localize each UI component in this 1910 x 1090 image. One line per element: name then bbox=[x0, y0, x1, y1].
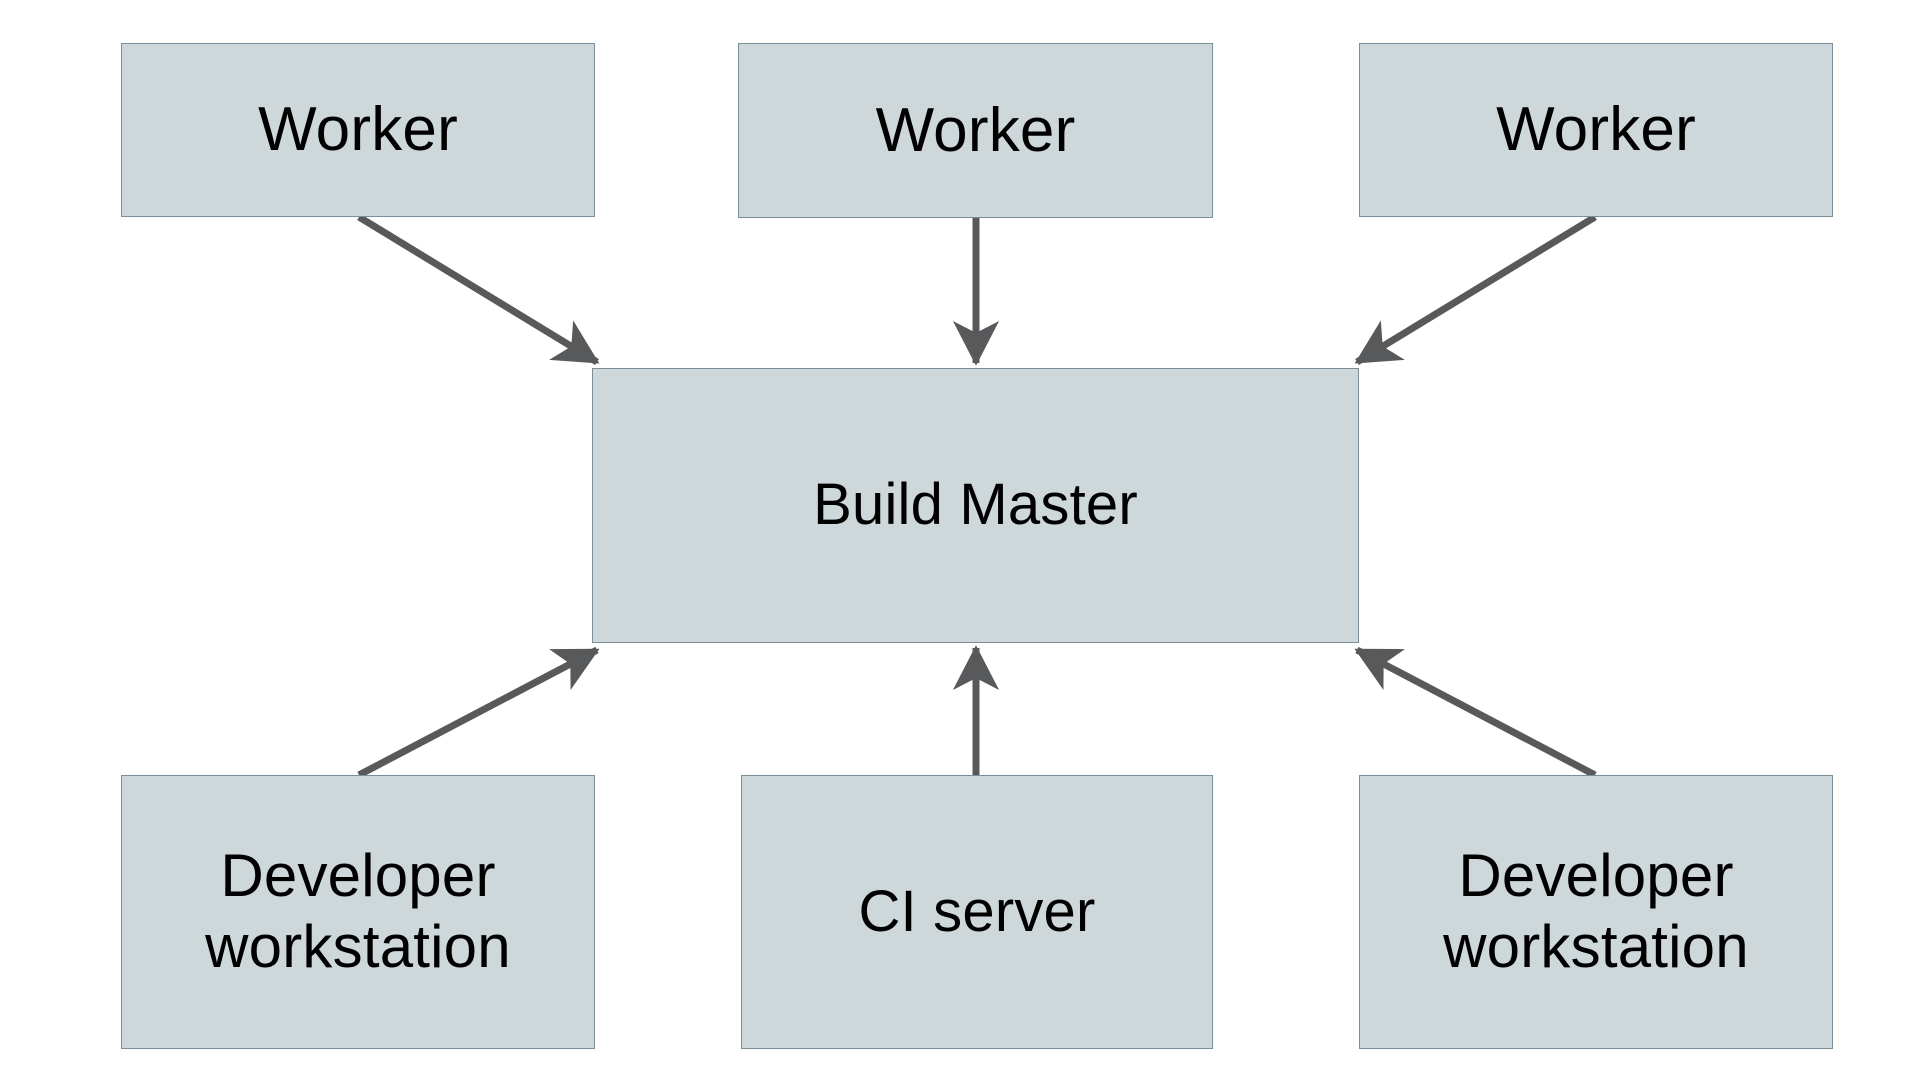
edge-worker-1-to-build-master bbox=[357, 214, 600, 365]
node-ci-server-label: CI server bbox=[858, 878, 1096, 944]
node-worker-2-label: Worker bbox=[875, 95, 1076, 165]
node-worker-3-label: Worker bbox=[1496, 95, 1696, 165]
node-ci-server[interactable]: CI server bbox=[741, 775, 1213, 1049]
edge-dev-ws-1-to-build-master bbox=[357, 646, 600, 779]
node-developer-workstation-2[interactable]: Developer workstation bbox=[1359, 775, 1833, 1049]
edge-worker-3-to-build-master bbox=[1354, 214, 1597, 365]
node-developer-workstation-1-label: Developer workstation bbox=[205, 842, 511, 980]
node-worker-3[interactable]: Worker bbox=[1359, 43, 1833, 217]
node-build-master-label: Build Master bbox=[813, 472, 1138, 538]
edge-dev-ws-2-to-build-master bbox=[1354, 646, 1597, 779]
node-developer-workstation-2-label: Developer workstation bbox=[1443, 842, 1749, 980]
node-worker-1[interactable]: Worker bbox=[121, 43, 595, 217]
node-build-master[interactable]: Build Master bbox=[592, 368, 1359, 643]
node-developer-workstation-1[interactable]: Developer workstation bbox=[121, 775, 595, 1049]
node-worker-1-label: Worker bbox=[258, 95, 458, 165]
node-worker-2[interactable]: Worker bbox=[738, 43, 1213, 218]
